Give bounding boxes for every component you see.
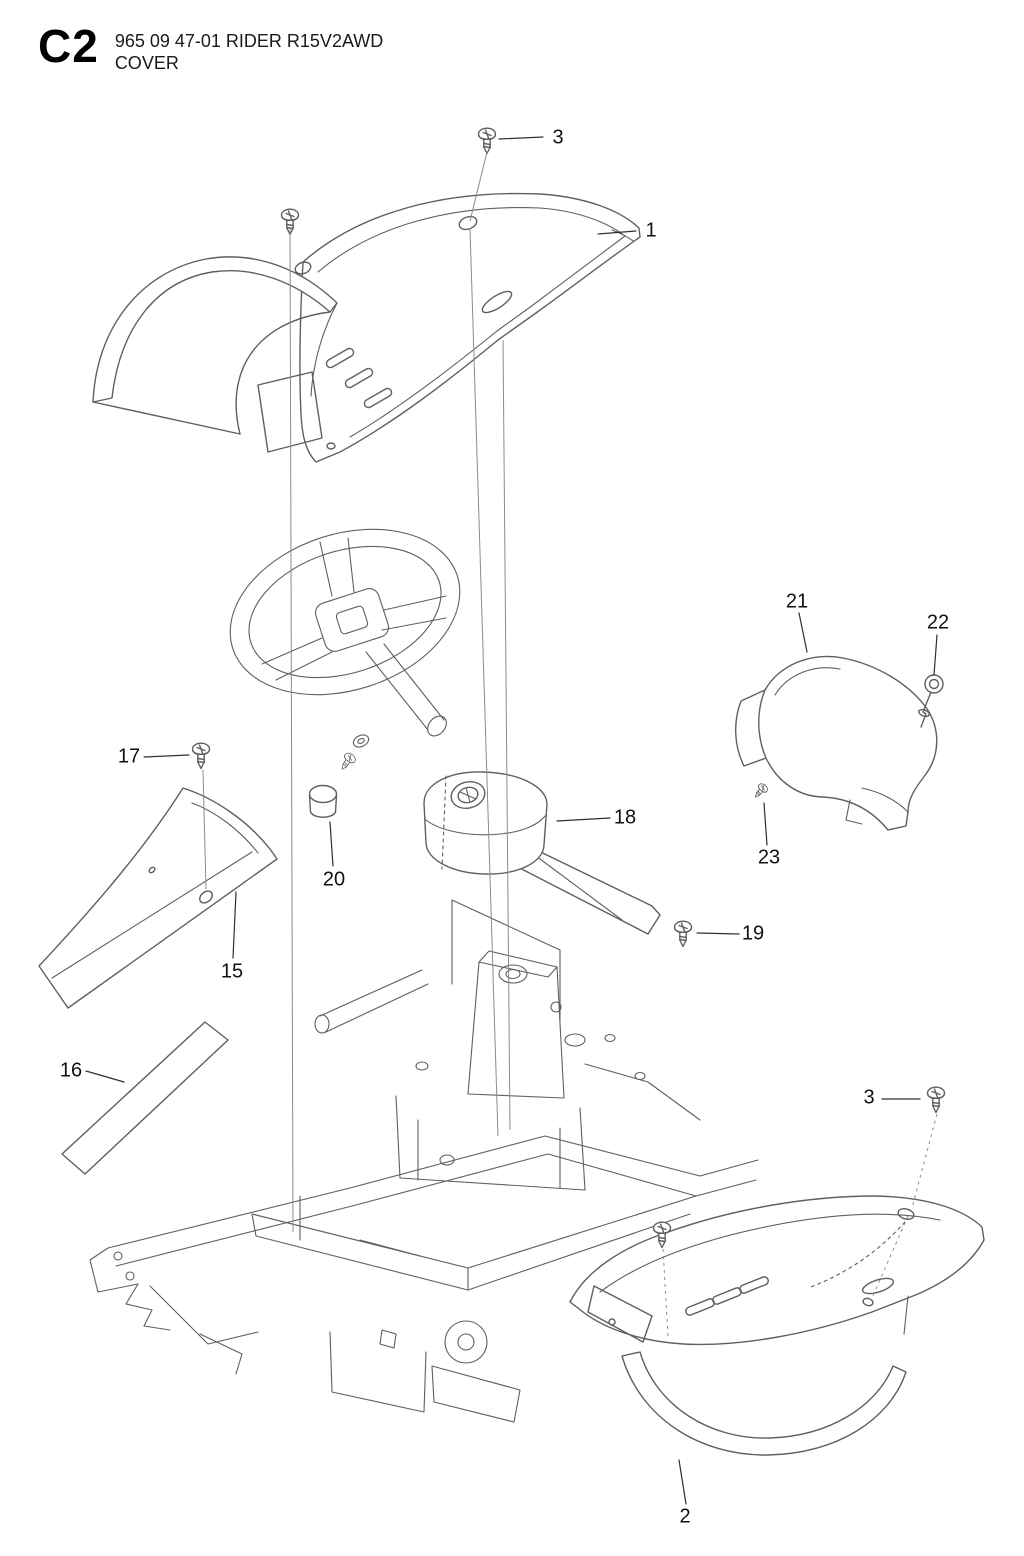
section-title: COVER: [114, 52, 179, 73]
model-line: 965 09 47-01 RIDER R15V2AWD: [114, 31, 384, 51]
part-15-panel: [38, 787, 278, 1009]
part-21-cover: [734, 655, 938, 831]
hub-logo: [335, 605, 369, 635]
callout-label-2: 2: [679, 1505, 691, 1528]
part-22-dipstick: [918, 674, 944, 728]
steering-wheel: [229, 528, 461, 737]
assembly-alignment-lines: [202, 151, 938, 1337]
callout-label-1: 1: [645, 219, 657, 242]
diagram-header: C2 965 09 47-01 RIDER R15V2AWD COVER: [38, 20, 383, 75]
callout-label-16: 16: [59, 1059, 83, 1082]
part-18-fuel-tank: [423, 771, 661, 935]
part-20-cap: [308, 784, 338, 818]
callout-label-3: 3: [552, 126, 564, 149]
callout-label-15: 15: [220, 960, 244, 983]
callout-label-18: 18: [613, 806, 637, 829]
diagram-code: C2: [38, 20, 99, 72]
callout-label-21: 21: [785, 590, 809, 613]
part-2-bottom-cover: [569, 1195, 985, 1456]
callout-label-19: 19: [741, 922, 765, 945]
callout-label-20: 20: [322, 868, 346, 891]
steering-hardware: [336, 734, 370, 773]
part-16-strip: [61, 1021, 229, 1175]
callout-label-23: 23: [757, 846, 781, 869]
callout-leader-lines: [85, 136, 938, 1505]
callout-label-22: 22: [926, 611, 950, 634]
diagram-titles: 965 09 47-01 RIDER R15V2AWD COVER: [115, 26, 383, 75]
chassis-frame: [89, 899, 759, 1423]
part-1-top-cover: [92, 192, 641, 463]
callout-label-3: 3: [863, 1086, 875, 1109]
callout-label-17: 17: [117, 745, 141, 768]
